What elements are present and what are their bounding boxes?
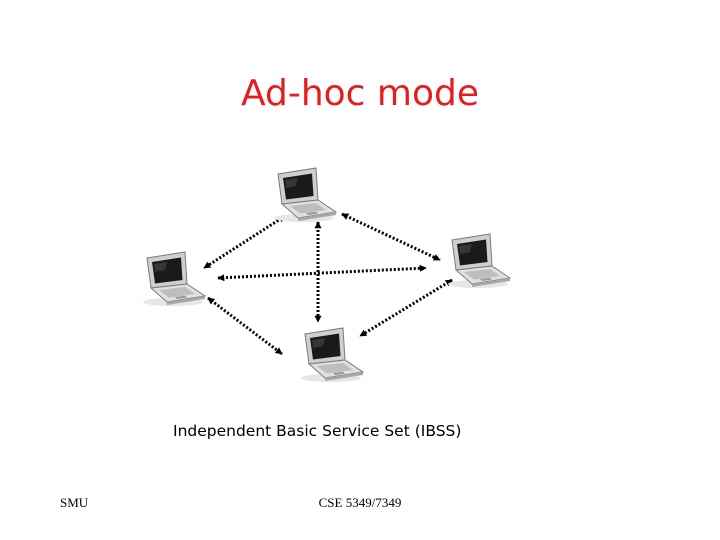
links-layer: [203, 212, 453, 356]
laptop-left-icon: [142, 251, 206, 307]
laptop-right-icon: [447, 233, 511, 289]
footer-course: CSE 5349/7349: [318, 495, 402, 510]
link-right-bottom: [359, 278, 453, 338]
link-left-right: [217, 264, 427, 282]
diagram-caption: Independent Basic Service Set (IBSS): [173, 422, 462, 440]
slide-title: Ad-hoc mode: [240, 73, 479, 114]
footer-org: SMU: [60, 495, 89, 510]
laptop-top-icon: [273, 167, 337, 223]
link-top-right: [341, 212, 441, 262]
link-left-bottom: [207, 296, 283, 356]
laptop-bottom-icon: [300, 327, 364, 383]
link-top-left: [203, 214, 286, 270]
